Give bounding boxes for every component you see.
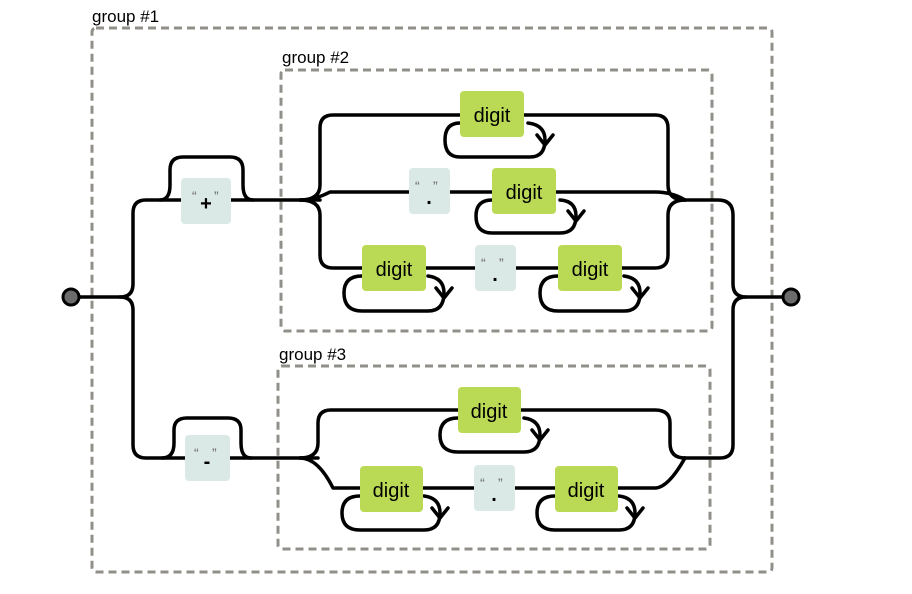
svg-text:-: - [204, 451, 211, 473]
group-3-label: group #3 [279, 345, 346, 364]
digit-node: digit [558, 245, 622, 291]
digit-node: digit [362, 245, 426, 291]
svg-text:”: ” [214, 188, 219, 204]
literal-plus: “ + ” [181, 178, 231, 224]
group-2-label: group #2 [282, 48, 349, 67]
svg-text:”: ” [498, 475, 503, 491]
group-2-box [279, 68, 714, 333]
svg-text:.: . [491, 484, 497, 506]
digit-node: digit [492, 168, 556, 214]
literal-dot: “ . ” [409, 168, 450, 214]
literal-dot: “ . ” [475, 245, 516, 291]
svg-text:digit: digit [474, 105, 511, 127]
group-3-box [276, 364, 712, 551]
start-terminal [61, 287, 81, 307]
end-terminal [781, 287, 801, 307]
svg-text:”: ” [433, 178, 438, 194]
digit-node: digit [458, 387, 521, 433]
group-1-label: group #1 [92, 7, 159, 26]
svg-text:”: ” [499, 255, 504, 271]
svg-text:“: “ [192, 188, 197, 204]
digit-node: digit [360, 466, 423, 512]
rails [77, 113, 785, 532]
svg-text:digit: digit [506, 182, 543, 204]
svg-text:digit: digit [376, 259, 413, 281]
literal-minus: “ - ” [185, 435, 230, 481]
svg-text:”: ” [212, 445, 217, 461]
digit-node: digit [555, 466, 618, 512]
svg-text:“: “ [415, 178, 420, 194]
svg-text:“: “ [481, 255, 486, 271]
svg-text:“: “ [194, 445, 199, 461]
svg-text:.: . [492, 264, 498, 286]
svg-text:digit: digit [373, 480, 410, 502]
literal-dot: “ . ” [474, 465, 515, 511]
svg-text:“: “ [480, 475, 485, 491]
group-1-box [90, 26, 774, 574]
svg-text:.: . [426, 187, 432, 209]
svg-text:+: + [200, 193, 212, 215]
digit-node: digit [460, 91, 524, 137]
svg-text:digit: digit [572, 259, 609, 281]
svg-text:digit: digit [568, 480, 605, 502]
svg-text:digit: digit [471, 401, 508, 423]
